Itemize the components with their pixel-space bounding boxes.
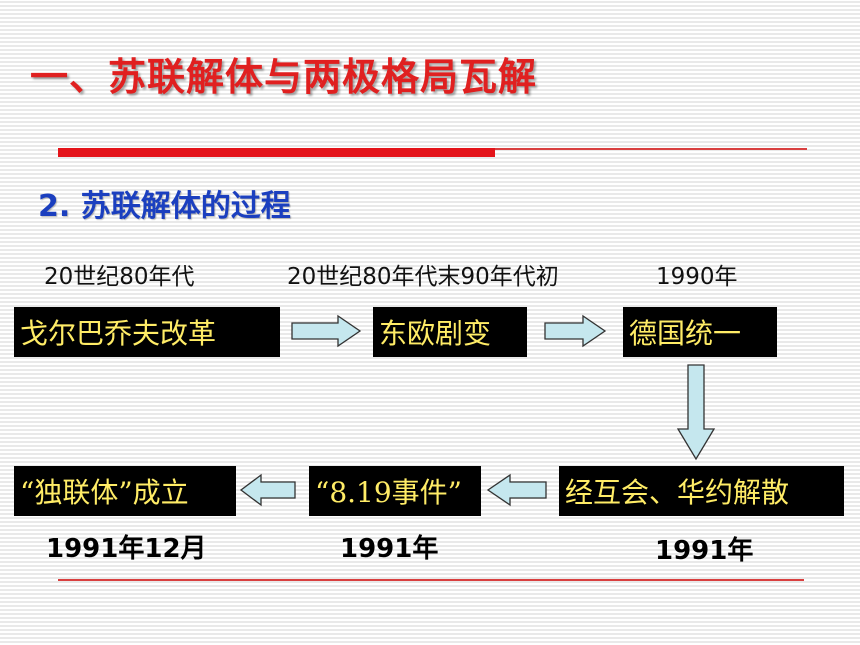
event-box-gorbachev-reform: 戈尔巴乔夫改革 [14, 307, 280, 357]
date-gorbachev-reform: 20世纪80年代 [44, 264, 195, 290]
date-german-reunification: 1990年 [656, 264, 738, 290]
title-underline-thin [495, 148, 807, 150]
arrow-right-icon [544, 314, 607, 348]
section-subtitle: 2. 苏联解体的过程 [38, 189, 291, 224]
date-eastern-europe: 20世纪80年代末90年代初 [287, 264, 559, 290]
date-august-coup: 1991年 [340, 534, 439, 564]
title-underline-thick [58, 148, 495, 157]
slide-title: 一、苏联解体与两极格局瓦解 [30, 55, 538, 99]
arrow-down-icon [676, 364, 716, 461]
arrow-left-icon [486, 473, 547, 507]
event-box-august-coup: “8.19事件” [309, 466, 481, 516]
footer-rule [58, 579, 804, 581]
date-comecon-warsaw-dissolved: 1991年 [655, 536, 754, 566]
event-box-comecon-warsaw-dissolved: 经互会、华约解散 [559, 466, 844, 516]
arrow-left-icon [239, 473, 296, 507]
date-cis-founded: 1991年12月 [46, 534, 207, 564]
arrow-right-icon [291, 314, 362, 348]
event-box-german-reunification: 德国统一 [623, 307, 777, 357]
event-box-eastern-europe: 东欧剧变 [373, 307, 527, 357]
event-box-cis-founded: “独联体”成立 [14, 466, 236, 516]
